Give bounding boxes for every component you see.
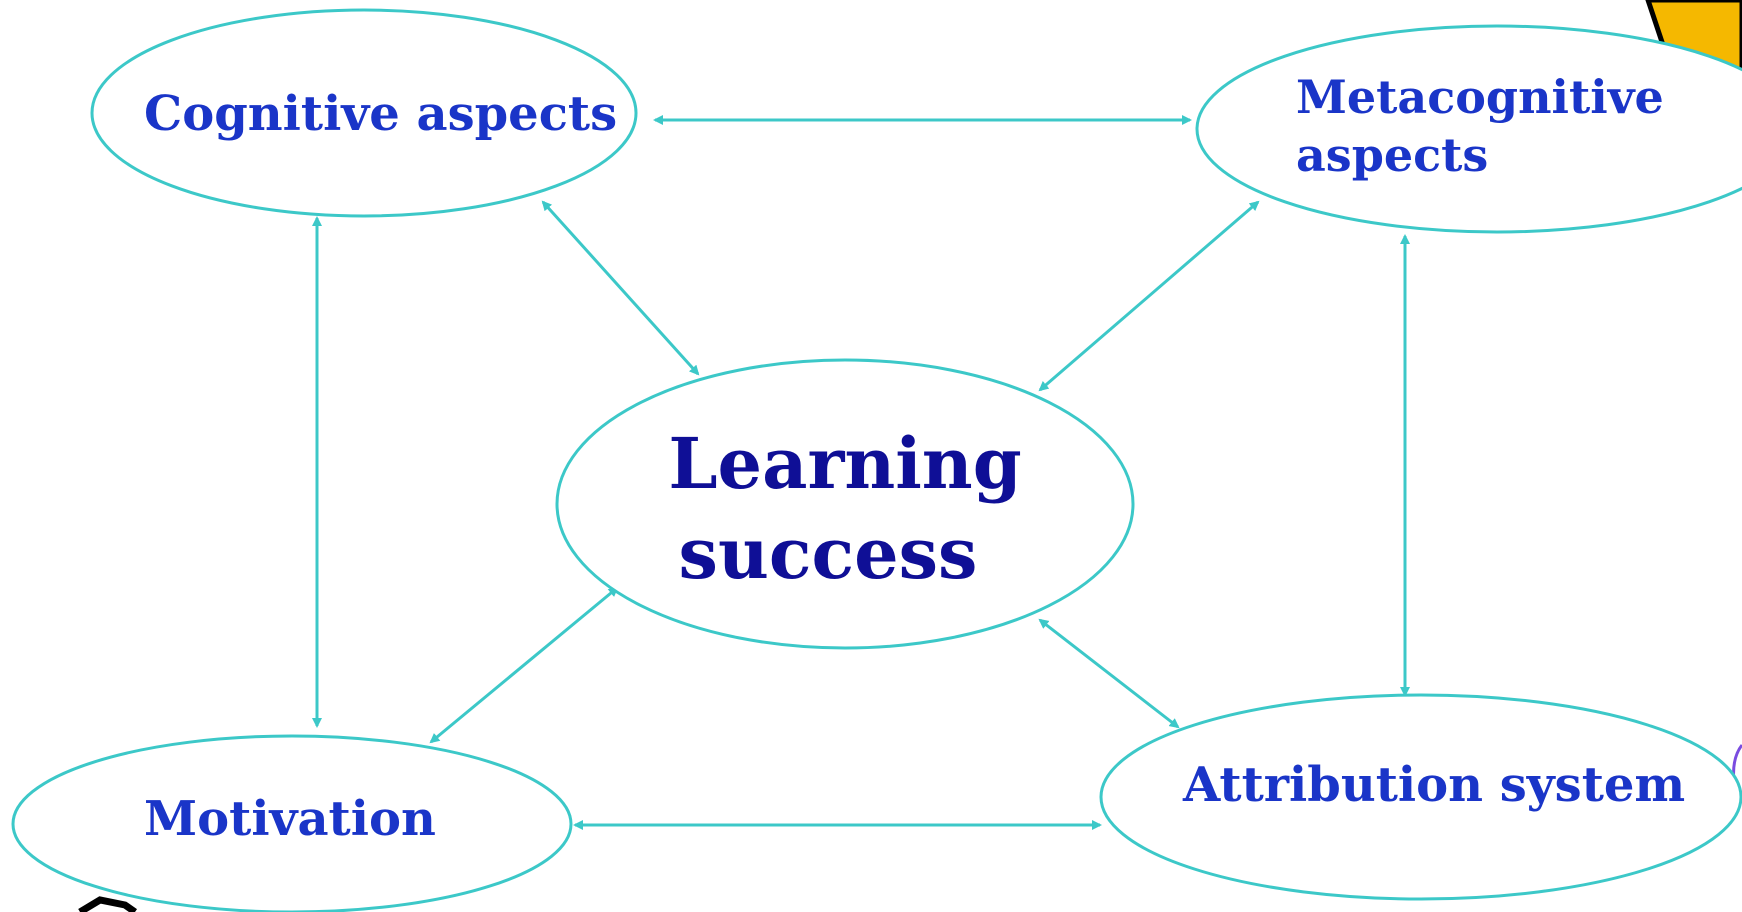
node-metacognitive-label-line2: aspects	[1296, 128, 1488, 182]
node-cognitive-ellipse	[90, 8, 638, 218]
node-attribution-label: Attribution system	[1182, 757, 1685, 813]
node-learning-ellipse	[555, 358, 1135, 650]
node-metacognitive-ellipse	[1195, 24, 1742, 234]
node-metacognitive-label-line1: Metacognitive	[1296, 70, 1664, 124]
node-metacognitive-aspects: Metacognitive aspects	[1195, 24, 1742, 234]
connectors	[312, 115, 1410, 830]
node-cognitive-label: Cognitive aspects	[144, 86, 617, 142]
clipart-decoration-bottom-left	[78, 896, 138, 912]
node-motivation-ellipse	[11, 734, 573, 912]
node-learning-success: Learning success	[555, 358, 1135, 650]
node-learning-label-line2: success	[679, 512, 978, 595]
node-motivation: Motivation	[11, 734, 573, 912]
node-attribution-system: Attribution system	[1099, 693, 1742, 901]
arrow-motivation-learning	[429, 586, 619, 744]
arrow-metacognitive-learning	[1038, 200, 1260, 392]
node-learning-label-line1: Learning	[668, 422, 1021, 505]
node-cognitive-aspects: Cognitive aspects	[90, 8, 638, 218]
node-attribution-ellipse	[1099, 693, 1742, 901]
arrow-attribution-learning	[1038, 618, 1180, 729]
node-motivation-label: Motivation	[144, 791, 436, 847]
arrow-cognitive-learning	[541, 200, 700, 376]
